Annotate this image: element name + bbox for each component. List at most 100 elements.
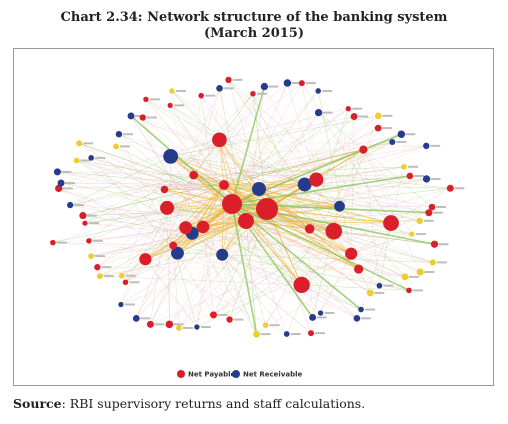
legend-payable-label: Net Payable bbox=[188, 371, 236, 379]
edge bbox=[164, 189, 247, 222]
outer-node bbox=[416, 268, 424, 276]
edge bbox=[164, 82, 302, 190]
edge bbox=[115, 146, 233, 205]
node-label-placeholder bbox=[175, 90, 186, 93]
network-figure: Net Payable Net Receivable bbox=[13, 48, 494, 386]
edge bbox=[258, 188, 310, 230]
node-label-placeholder bbox=[290, 332, 301, 335]
node-label-placeholder bbox=[269, 324, 280, 327]
node-label-placeholder bbox=[65, 181, 76, 184]
node-label-placeholder bbox=[268, 85, 279, 88]
inner-node bbox=[359, 145, 368, 154]
edge bbox=[304, 184, 451, 189]
hub-node bbox=[219, 180, 229, 190]
edge bbox=[170, 105, 220, 140]
outer-node bbox=[253, 330, 261, 338]
edge bbox=[97, 266, 359, 270]
inner-node bbox=[309, 172, 324, 187]
edge bbox=[390, 188, 451, 224]
edge bbox=[223, 184, 392, 224]
edge bbox=[84, 139, 220, 224]
inner-node bbox=[325, 222, 343, 240]
edge bbox=[258, 188, 352, 255]
node-label-placeholder bbox=[413, 289, 424, 292]
outer-node bbox=[423, 142, 430, 150]
edge bbox=[193, 141, 393, 176]
edge bbox=[171, 90, 220, 140]
outer-node bbox=[55, 184, 63, 193]
node-label-placeholder bbox=[154, 323, 165, 326]
node-label-placeholder bbox=[182, 326, 193, 329]
inner-node bbox=[139, 253, 152, 266]
outer-node bbox=[115, 130, 123, 138]
edge bbox=[97, 184, 225, 268]
outer-node bbox=[374, 124, 382, 132]
edge bbox=[185, 227, 380, 286]
outer-node bbox=[194, 324, 200, 330]
node-label-placeholder bbox=[365, 308, 376, 311]
edge bbox=[301, 82, 392, 224]
node-label-placeholder bbox=[122, 133, 133, 136]
outer-node bbox=[146, 320, 154, 328]
node-label-placeholder bbox=[256, 92, 267, 95]
node-label-placeholder bbox=[436, 261, 447, 264]
node-label-placeholder bbox=[396, 140, 407, 143]
outer-node bbox=[429, 259, 436, 266]
edge bbox=[178, 253, 352, 329]
edge bbox=[228, 79, 317, 180]
edge bbox=[118, 134, 174, 246]
chart-title: Chart 2.34: Network structure of the ban… bbox=[0, 10, 508, 42]
node-label-placeholder bbox=[438, 243, 449, 246]
edge bbox=[145, 86, 265, 260]
edge bbox=[115, 146, 193, 234]
source-label: Source bbox=[13, 396, 62, 411]
outer-node bbox=[317, 310, 324, 316]
node-label-placeholder bbox=[83, 142, 94, 145]
inner-node bbox=[160, 185, 169, 194]
edge bbox=[219, 139, 260, 190]
node-label-placeholder bbox=[408, 275, 419, 278]
node-label-placeholder bbox=[140, 317, 151, 320]
edge bbox=[360, 222, 392, 310]
node-label-placeholder bbox=[374, 291, 385, 294]
edge bbox=[145, 259, 198, 328]
edge bbox=[79, 143, 359, 270]
edge bbox=[301, 83, 317, 180]
chart-title-main: Chart 2.34: Network structure of the ban… bbox=[60, 10, 448, 25]
outer-node bbox=[118, 272, 125, 279]
edge bbox=[245, 220, 392, 224]
edge bbox=[142, 117, 186, 228]
outer-node bbox=[425, 209, 433, 217]
edge bbox=[192, 233, 433, 263]
edge bbox=[70, 156, 171, 206]
edge bbox=[52, 242, 174, 246]
outer-node bbox=[209, 311, 218, 319]
node-label-placeholder bbox=[61, 170, 72, 173]
edge bbox=[185, 188, 260, 229]
outer-node bbox=[139, 114, 146, 121]
node-label-placeholder bbox=[291, 81, 302, 84]
edge bbox=[193, 82, 288, 176]
edge bbox=[91, 157, 165, 190]
outer-node bbox=[345, 106, 351, 112]
network-graph: Net Payable Net Receivable bbox=[50, 76, 465, 379]
edge bbox=[350, 253, 371, 294]
outer-node bbox=[416, 217, 423, 225]
outer-node bbox=[375, 112, 382, 120]
inner-node bbox=[163, 148, 179, 164]
legend: Net Payable Net Receivable bbox=[177, 370, 303, 379]
outer-node bbox=[57, 179, 65, 187]
node-label-placeholder bbox=[430, 177, 441, 180]
outer-node bbox=[309, 313, 317, 321]
edge bbox=[177, 188, 260, 254]
inner-node bbox=[383, 215, 399, 231]
node-label-placeholder bbox=[62, 187, 73, 190]
node-label-placeholder bbox=[324, 312, 335, 315]
node-label-placeholder bbox=[436, 205, 447, 208]
outer-node bbox=[82, 220, 88, 226]
edge bbox=[170, 115, 379, 157]
edge bbox=[219, 139, 268, 210]
edge bbox=[172, 88, 220, 246]
inner-node bbox=[189, 170, 199, 180]
outer-node bbox=[176, 325, 182, 331]
